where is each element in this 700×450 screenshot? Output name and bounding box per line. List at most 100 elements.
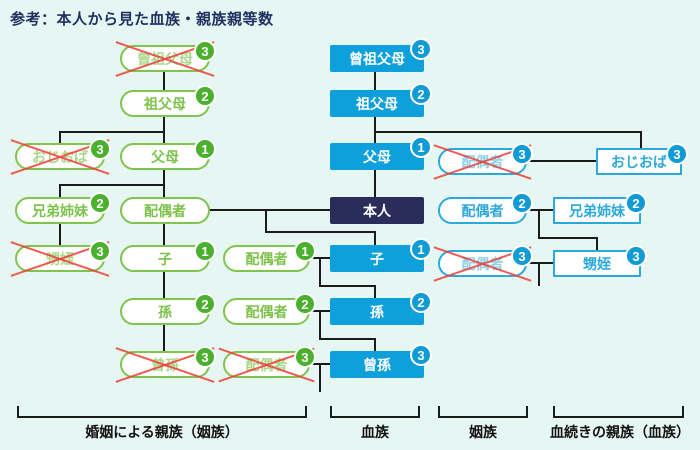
node-label: 配偶者 — [245, 250, 288, 267]
connector-line — [319, 285, 376, 287]
degree-badge: 3 — [410, 344, 432, 366]
connector-line — [374, 72, 376, 90]
node-label: 子 — [370, 250, 384, 267]
group-label-inzoku: 姻族 — [469, 424, 497, 440]
connector-line — [538, 237, 598, 239]
node-label: 配偶者 — [245, 356, 288, 373]
node-label: 孫 — [370, 303, 384, 320]
connector-line — [374, 231, 376, 245]
bracket-kezoku-right — [553, 406, 684, 418]
connector-line — [538, 262, 540, 286]
connector-line — [319, 257, 321, 287]
node-label: おじおば — [32, 148, 88, 165]
node-spouse-great-grandchild: 曾孫 3 — [115, 346, 216, 383]
connector-line — [265, 231, 376, 233]
node-parents: 父母 1 — [330, 136, 432, 170]
connector-line — [374, 170, 376, 197]
node-great-grandchild: 曾孫 3 — [330, 344, 432, 378]
connector-line — [163, 325, 165, 351]
page-title: 参考：本人から見た血族・親族親等数 — [10, 11, 274, 28]
node-spouse-nephews-nieces: 甥姪 3 — [10, 240, 111, 277]
degree-badge: 1 — [294, 240, 316, 262]
connector-line — [163, 272, 165, 298]
connector-line — [59, 184, 61, 197]
connector-line — [163, 72, 165, 90]
connector-line — [210, 209, 332, 211]
connector-line — [163, 117, 165, 143]
node-spouse-grandchild: 孫 2 — [120, 293, 216, 325]
degree-badge: 3 — [194, 346, 216, 368]
group-label-kezoku-right: 血続きの親族（血族） — [550, 424, 690, 440]
connector-line — [59, 131, 61, 143]
degree-badge: 2 — [294, 293, 316, 315]
node-label: 父母 — [151, 148, 179, 165]
group-label-inzoku-left: 婚姻による親族（姻族） — [85, 424, 239, 440]
degree-badge: 3 — [666, 143, 688, 165]
node-self: 本人 — [330, 197, 424, 224]
connector-line — [374, 338, 376, 351]
node-label: 兄弟姉妹 — [32, 202, 88, 219]
node-label: 父母 — [363, 148, 391, 165]
connector-line — [374, 285, 376, 298]
connector-line — [596, 237, 598, 250]
degree-badge: 1 — [194, 240, 216, 262]
node-spouse-grandparents: 祖父母 2 — [120, 85, 216, 117]
connector-line — [59, 224, 61, 245]
node-label: 配偶者 — [144, 202, 186, 219]
degree-badge: 1 — [194, 138, 216, 160]
degree-badge: 3 — [194, 40, 216, 62]
degree-badge: 3 — [511, 245, 533, 267]
connector-line — [640, 131, 642, 148]
node-spouse-parents: 父母 1 — [120, 138, 216, 170]
node-uncles-aunts: おじおば 3 — [596, 143, 688, 175]
degree-badge: 3 — [89, 240, 111, 262]
node-grandchild: 孫 2 — [330, 291, 432, 325]
node-label: 子 — [158, 250, 172, 267]
connector-line — [265, 209, 267, 233]
node-label: 配偶者 — [461, 255, 504, 272]
degree-badge: 2 — [511, 192, 533, 214]
node-label: 甥姪 — [583, 255, 611, 272]
degree-badge: 2 — [194, 85, 216, 107]
node-great-grandchild-spouse: 配偶者 3 — [218, 346, 316, 382]
node-sibling-spouse: 配偶者 2 — [438, 192, 533, 224]
degree-badge: 2 — [89, 192, 111, 214]
connector-line — [310, 257, 332, 259]
node-spouse: 配偶者 — [120, 197, 210, 224]
connector-line — [310, 363, 332, 365]
node-label: おじおば — [611, 153, 667, 170]
degree-badge: 2 — [194, 293, 216, 315]
connector-line — [310, 310, 332, 312]
group-label-kezoku: 血族 — [361, 424, 389, 440]
node-label: 配偶者 — [461, 202, 504, 219]
degree-badge: 2 — [410, 83, 432, 105]
node-label: 孫 — [158, 303, 172, 320]
degree-badge: 1 — [410, 238, 432, 260]
node-spouse-child: 子 1 — [120, 240, 216, 272]
node-label: 配偶者 — [461, 153, 504, 170]
connector-line — [319, 310, 321, 340]
node-child-spouse: 配偶者 1 — [223, 240, 316, 272]
node-great-grandparents: 曾祖父母 3 — [330, 38, 432, 72]
connector-line — [538, 209, 540, 239]
degree-badge: 3 — [294, 346, 316, 368]
node-label: 兄弟姉妹 — [569, 202, 625, 219]
degree-badge: 1 — [410, 136, 432, 158]
bracket-inzoku-left — [17, 406, 307, 418]
connector-line — [163, 170, 165, 197]
node-spouse-great-grandparents: 曾祖父母 3 — [115, 40, 216, 77]
node-label: 配偶者 — [245, 303, 288, 320]
node-uncles-aunts-spouse: 配偶者 3 — [433, 143, 533, 180]
node-grandparents: 祖父母 2 — [330, 83, 432, 117]
bracket-kezoku — [330, 406, 420, 418]
node-nephew-niece-spouse: 配偶者 3 — [433, 245, 533, 282]
degree-badge: 3 — [410, 38, 432, 60]
connector-line — [527, 160, 596, 162]
node-label: 曾祖父母 — [137, 50, 193, 67]
node-spouse-siblings: 兄弟姉妹 2 — [15, 192, 111, 224]
connector-line — [163, 224, 165, 245]
node-label: 曾祖父母 — [349, 50, 405, 67]
connector-line — [319, 363, 321, 392]
connector-line — [374, 131, 642, 133]
